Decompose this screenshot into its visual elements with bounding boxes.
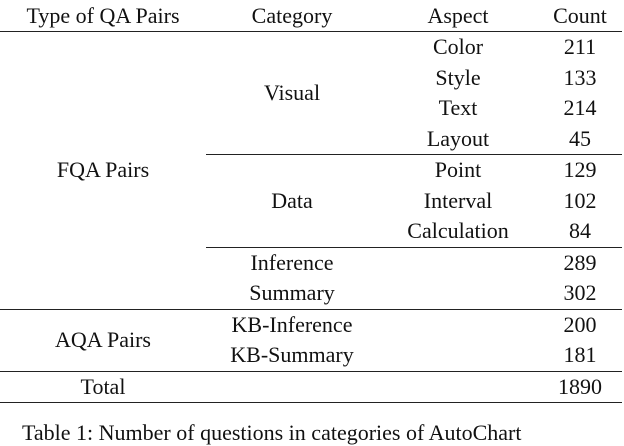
table-row: Layout 45 [0,124,622,155]
type-cell-fqa: FQA Pairs [0,31,206,310]
aspect-cell-empty [378,309,538,340]
header-type: Type of QA Pairs [0,0,206,32]
count-cell: 45 [569,125,591,151]
category-cell-visual: Visual [263,80,321,105]
table-row-total: Total 1890 [0,371,622,403]
aspect-cell: Calculation [407,218,509,244]
count-cell: 302 [538,278,622,310]
count-cell: 84 [569,218,591,244]
category-cell: KB-Inference [231,311,353,337]
aspect-cell: Layout [426,125,490,151]
count-cell: 289 [538,246,622,278]
total-empty [378,371,538,403]
aspect-cell: Text [438,95,478,121]
category-cell-summary: Summary [206,278,378,310]
total-empty [206,371,378,403]
aspect-cell: Style [435,64,481,90]
count-cell: 211 [563,34,597,60]
table-row: AQA Pairs KB-Inference 200 [0,309,622,372]
count-cell: 200 [563,311,597,337]
aspect-cell: Interval [423,187,493,213]
table-row: Interval 102 [0,186,622,217]
table-caption: Table 1: Number of questions in categori… [22,420,522,445]
table-row: Data Point 129 [0,154,622,247]
count-cell: 133 [563,64,597,90]
total-count: 1890 [538,371,622,403]
category-cell-data: Data [206,154,378,247]
aspect-cell-empty [378,278,538,310]
category-cell: KB-Summary [206,340,378,372]
total-label: Total [0,371,206,403]
table-row: Style 133 [0,63,622,94]
table-row: Text 214 [0,93,622,124]
aspect-cell-empty [378,246,538,278]
aspect-cell-empty [378,340,538,372]
category-cell-inference: Inference [206,246,378,278]
table-row: KB-Summary 181 [0,340,622,372]
aspect-cell: Color [432,34,484,60]
table-row: Summary 302 [0,278,622,310]
table-header-row: Type of QA Pairs Category Aspect Count [0,0,622,32]
qa-pairs-table: Type of QA Pairs Category Aspect Count F… [0,0,622,403]
header-category: Category [206,0,378,32]
aspect-cell: Point [378,154,538,186]
count-cell: 129 [538,154,622,186]
header-count: Count [538,0,622,32]
count-cell: 214 [563,95,597,121]
type-cell-aqa: AQA Pairs [0,309,206,372]
count-cell: 181 [538,340,622,372]
count-cell: 102 [563,187,597,213]
qa-pairs-table-container: Type of QA Pairs Category Aspect Count F… [0,0,622,403]
header-aspect: Aspect [378,0,538,32]
table-row: FQA Pairs Visual Color 211 [0,31,622,310]
table-row: Inference 289 [0,246,622,278]
table-row: Calculation 84 [0,216,622,247]
